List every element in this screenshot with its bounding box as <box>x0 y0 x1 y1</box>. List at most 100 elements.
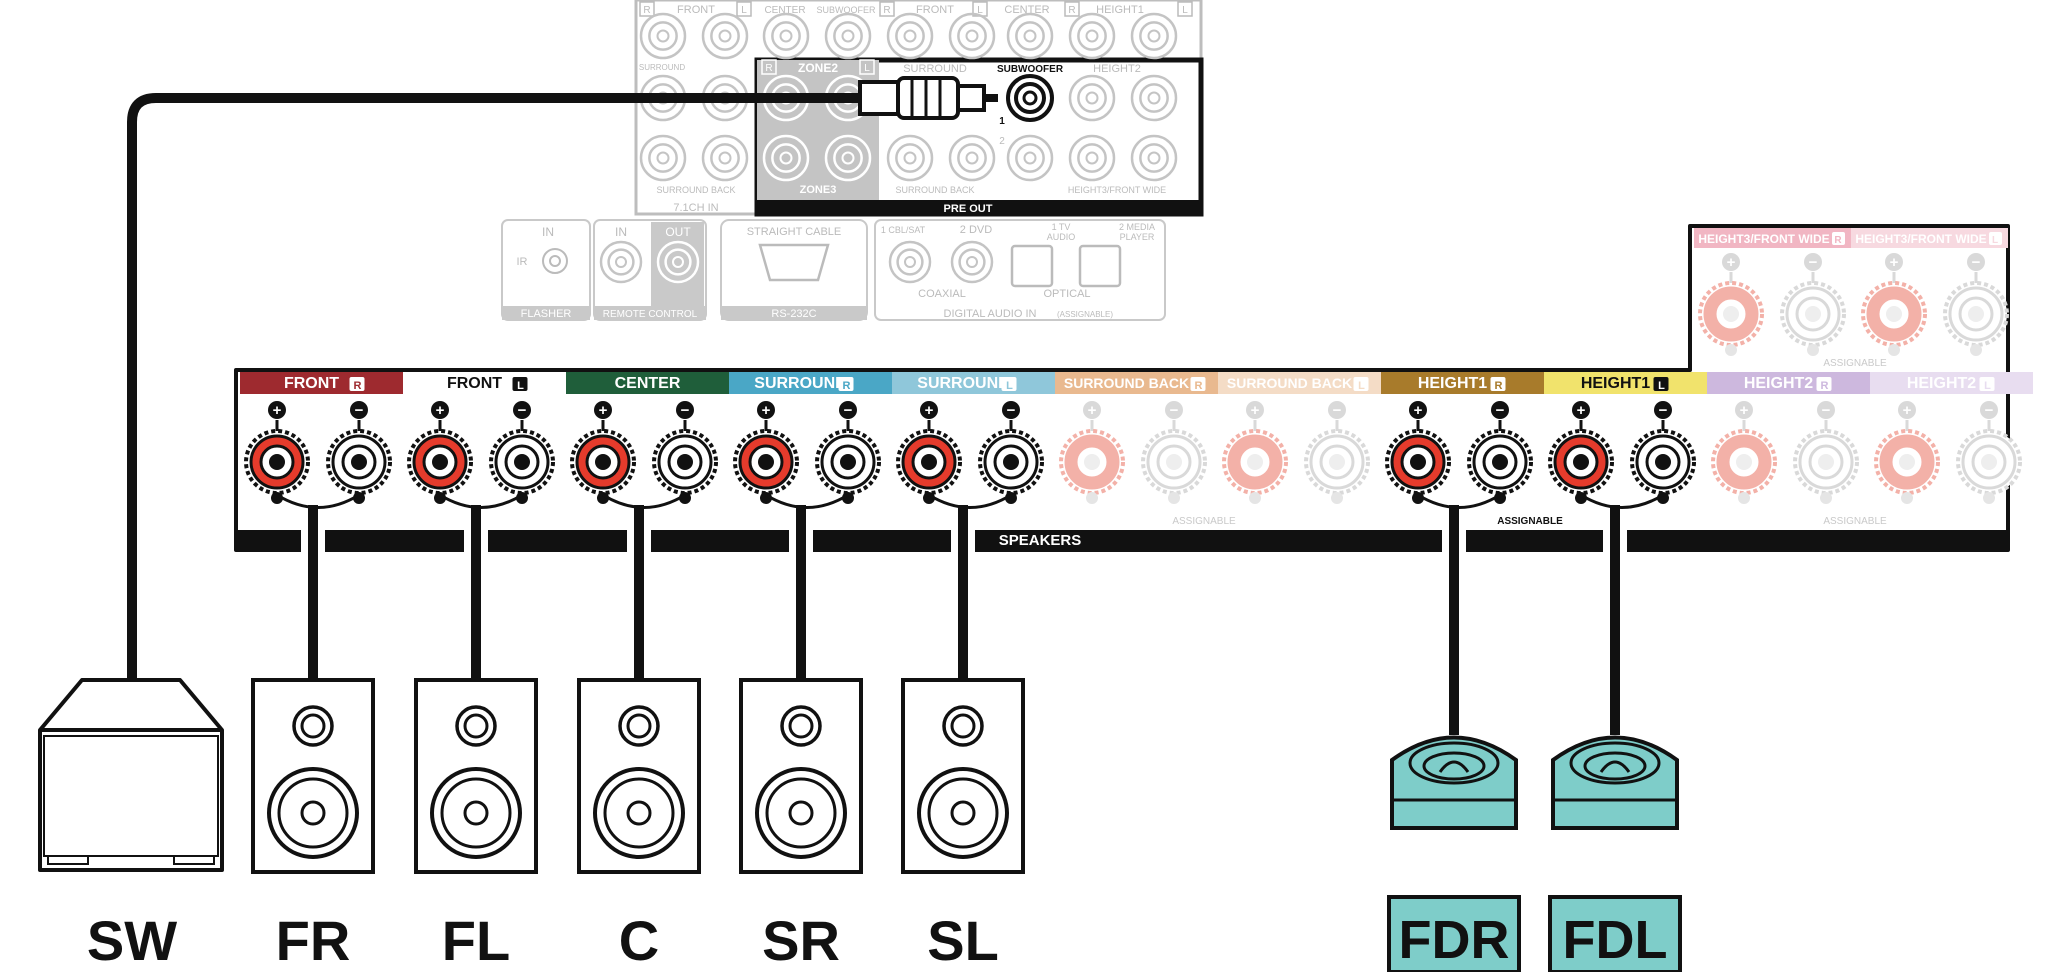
plus-sign: + <box>762 402 771 419</box>
plus-sign: + <box>1577 402 1586 419</box>
rca-jack[interactable] <box>1130 12 1178 60</box>
rs232c-port[interactable] <box>758 243 830 282</box>
minus-sign: − <box>1496 402 1505 419</box>
rca-jack[interactable] <box>1068 12 1116 60</box>
plus-sign: + <box>925 402 934 419</box>
preout-l-badge-2: L <box>977 5 983 16</box>
positive-terminal[interactable]: + <box>896 401 962 504</box>
preout-r-badge-1: R <box>643 5 650 16</box>
assignable-small-label: (ASSIGNABLE) <box>1057 310 1113 319</box>
rca-jack[interactable] <box>948 12 996 60</box>
fdr-label: FDR <box>1399 910 1510 970</box>
channel-header-label: SURROUND <box>754 375 846 392</box>
rca-jack[interactable] <box>1068 134 1116 182</box>
positive-terminal[interactable]: + <box>1548 401 1614 504</box>
negative-terminal[interactable]: − <box>652 401 718 504</box>
positive-terminal[interactable]: + <box>1222 401 1288 504</box>
negative-terminal[interactable]: − <box>1141 401 1207 504</box>
tv-audio-label-2: AUDIO <box>1047 232 1076 242</box>
positive-terminal[interactable]: + <box>1861 253 1927 356</box>
rca-jack[interactable] <box>950 240 994 284</box>
negative-terminal[interactable]: − <box>978 401 1044 504</box>
negative-terminal[interactable]: − <box>815 401 881 504</box>
preout-surround-label: SURROUND <box>639 63 685 72</box>
positive-terminal[interactable]: + <box>1711 401 1777 504</box>
bookshelf-speaker <box>901 678 1025 874</box>
rca-jack[interactable] <box>1006 12 1054 60</box>
rca-jack[interactable] <box>656 240 700 284</box>
media-player-label-1: 2 MEDIA <box>1119 222 1155 232</box>
zone2-l-badge: L <box>864 63 870 74</box>
subwoofer-speaker <box>38 678 224 872</box>
upper-channel-header-label: HEIGHT3/FRONT WIDE <box>1855 232 1986 246</box>
negative-terminal[interactable]: − <box>1793 401 1859 504</box>
channel-side-badge: L <box>1658 380 1665 392</box>
minus-sign: − <box>1985 402 1994 419</box>
rca-jack[interactable] <box>1130 74 1178 122</box>
negative-terminal[interactable]: − <box>1630 401 1696 504</box>
rca-jack[interactable] <box>888 240 932 284</box>
preout-subwoofer-label: SUBWOOFER <box>816 5 876 15</box>
rca-jack[interactable] <box>762 12 810 60</box>
positive-terminal[interactable]: + <box>1385 401 1451 504</box>
rca-jack[interactable] <box>886 134 934 182</box>
optical-port-1[interactable] <box>1010 244 1054 288</box>
negative-terminal[interactable]: − <box>1780 253 1846 356</box>
zone2-r-badge: R <box>765 63 772 74</box>
rca-jack[interactable] <box>701 12 749 60</box>
preout-front-label: FRONT <box>677 4 715 16</box>
flasher-label: FLASHER <box>521 308 572 320</box>
optical-port-2[interactable] <box>1078 244 1122 288</box>
negative-terminal[interactable]: − <box>1956 401 2022 504</box>
plus-sign: + <box>436 402 445 419</box>
positive-terminal[interactable]: + <box>1059 401 1125 504</box>
negative-terminal[interactable]: − <box>1304 401 1370 504</box>
channel-header-cell <box>1218 372 1381 394</box>
rca-jack[interactable] <box>1068 74 1116 122</box>
positive-terminal[interactable]: + <box>244 401 310 504</box>
io-jacks <box>599 240 994 284</box>
rca-jack[interactable] <box>1006 134 1054 182</box>
rca-jack[interactable] <box>639 12 687 60</box>
positive-terminal[interactable]: + <box>1874 401 1940 504</box>
bookshelf-speaker <box>414 678 538 874</box>
rca-jack[interactable] <box>824 134 872 182</box>
negative-terminal[interactable]: − <box>489 401 555 504</box>
terminal-bridge <box>928 493 1012 509</box>
positive-terminal[interactable]: + <box>733 401 799 504</box>
rc-in-label: IN <box>615 225 627 239</box>
ir-jack[interactable] <box>542 248 568 274</box>
negative-terminal[interactable]: − <box>326 401 392 504</box>
speaker-labels: SW FR FL C SR SL FDR FDL <box>87 895 1682 974</box>
rca-jack[interactable] <box>762 134 810 182</box>
channel-header-label: FRONT <box>284 375 339 392</box>
rca-jack[interactable] <box>824 12 872 60</box>
straight-cable-label: STRAIGHT CABLE <box>747 226 842 238</box>
negative-terminal[interactable]: − <box>1467 401 1533 504</box>
channel-side-badge: L <box>1984 380 1991 392</box>
rca-jack[interactable] <box>599 240 643 284</box>
positive-terminal[interactable]: + <box>407 401 473 504</box>
preout-r-badge-3: R <box>1068 5 1075 16</box>
rca-jack[interactable] <box>701 134 749 182</box>
in71-label: 7.1CH IN <box>673 202 718 214</box>
rca-jack[interactable] <box>639 134 687 182</box>
minus-sign: − <box>1809 254 1818 271</box>
assignable-h1-label: ASSIGNABLE <box>1497 516 1563 527</box>
negative-terminal[interactable]: − <box>1943 253 2009 356</box>
rca-jack[interactable] <box>886 12 934 60</box>
rca-jack[interactable] <box>948 134 996 182</box>
plus-sign: + <box>1088 402 1097 419</box>
io-panel: IN IR FLASHER IN OUT REMOTE CONTROL STRA… <box>501 219 1166 321</box>
sl-label: SL <box>927 909 999 972</box>
rca-jack[interactable] <box>1130 134 1178 182</box>
fdl-label: FDL <box>1563 910 1668 970</box>
preout-height1-label: HEIGHT1 <box>1096 4 1144 16</box>
positive-terminal[interactable]: + <box>1698 253 1764 356</box>
channel-side-badge: R <box>1495 380 1503 392</box>
preout-jacks <box>639 12 1178 182</box>
positive-terminal[interactable]: + <box>570 401 636 504</box>
channel-side-badge: R <box>1195 380 1203 392</box>
